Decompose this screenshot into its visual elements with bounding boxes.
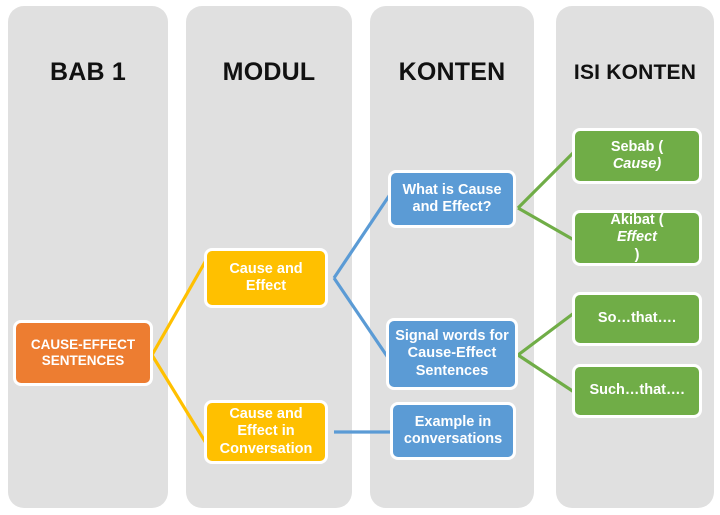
edge-root-m1 (150, 254, 211, 356)
node-label: Signal words for Cause-Effect Sentences (395, 328, 509, 379)
node-label-italic: Effect (616, 229, 657, 246)
edge-m1-k1 (332, 192, 393, 279)
column-title-isi-konten: ISI KONTEN (573, 61, 697, 84)
node-sebab-cause[interactable]: Sebab (Cause) (572, 128, 702, 184)
node-label: Such…that…. (589, 382, 685, 399)
column-panel-bab (8, 6, 168, 508)
node-so-that[interactable]: So…that…. (572, 292, 702, 346)
node-signal-words[interactable]: Signal words for Cause-Effect Sentences (386, 318, 518, 390)
node-label-plain: Akibat ( (610, 212, 664, 229)
column-title-bab: BAB 1 (49, 58, 126, 86)
node-cause-effect-sentences[interactable]: CAUSE-EFFECT SENTENCES (13, 320, 153, 386)
node-cause-and-effect[interactable]: Cause and Effect (204, 248, 328, 308)
node-such-that[interactable]: Such…that…. (572, 364, 702, 418)
node-label: So…that…. (597, 310, 677, 327)
edge-k2-i4 (517, 353, 575, 394)
column-title-konten: KONTEN (398, 58, 506, 86)
node-akibat-effect[interactable]: Akibat (Effect) (572, 210, 702, 266)
node-cause-and-effect-in-conversation[interactable]: Cause and Effect in Conversation (204, 400, 328, 464)
node-label: Cause and Effect in Conversation (219, 406, 313, 457)
column-title-modul: MODUL (222, 58, 316, 86)
edge-root-m2 (150, 354, 211, 449)
edge-k2-i3 (517, 311, 575, 357)
edge-m1-k2 (332, 277, 393, 363)
node-label: CAUSE-EFFECT SENTENCES (30, 337, 136, 368)
node-label: Sebab (Cause) (603, 139, 671, 173)
node-label-italic: Cause (612, 156, 657, 172)
node-label-plain: Sebab ( (610, 138, 664, 155)
node-what-is-cause-and-effect[interactable]: What is Cause and Effect? (388, 170, 516, 228)
node-label-tail: ) (656, 156, 662, 172)
node-label-tail: ) (634, 246, 640, 263)
node-example-in-conversations[interactable]: Example in conversations (390, 402, 516, 460)
node-label: Akibat (Effect) (602, 212, 671, 263)
node-label: Cause and Effect (229, 260, 303, 294)
edge-k1-i1 (516, 150, 576, 210)
edge-k1-i2 (517, 206, 575, 242)
node-label: Example in conversations (403, 413, 503, 447)
node-label: What is Cause and Effect? (402, 181, 502, 215)
